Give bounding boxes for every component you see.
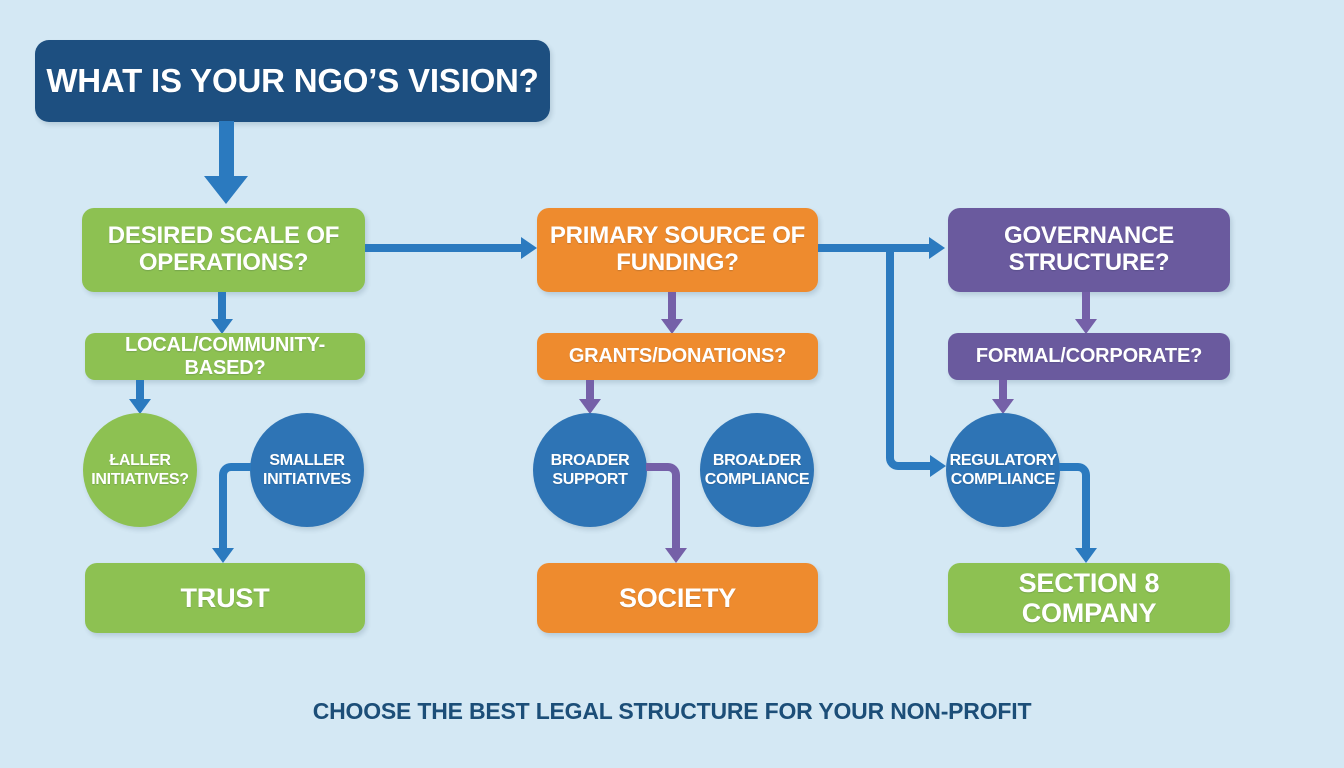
node-broader-support: BROADER SUPPORT [533,413,647,527]
node-label: PRIMARY SOURCE OF FUNDING? [549,222,806,276]
node-funding-question: PRIMARY SOURCE OF FUNDING? [537,208,818,292]
connector-vision-to-scale [219,121,234,177]
caption-text: CHOOSE THE BEST LEGAL STRUCTURE FOR YOUR… [312,698,1032,724]
arrowhead-broader-to-society [665,548,687,563]
node-label: GOVERNANCE STRUCTURE? [1003,222,1175,276]
node-result-trust: TRUST [85,563,365,633]
connector-regulatory-to-section8 [1059,463,1090,549]
node-label: LOCAL/COMMUNITY-BASED? [124,334,326,379]
arrowhead-funding-to-grants [661,319,683,334]
arrowhead-vision-to-scale [204,176,248,204]
arrowhead-funding-to-governance [929,237,945,259]
connector-broader-to-society [646,463,680,549]
node-label: SOCIETY [618,582,737,613]
node-governance-question: GOVERNANCE STRUCTURE? [948,208,1230,292]
node-regulatory-compliance: REGULATORY COMPLIANCE [946,413,1060,527]
connector-scale-to-funding [365,244,522,252]
node-label: WHAT IS YOUR NGO’S VISION? [46,61,539,99]
connector-scale-to-local [218,292,226,320]
connector-smaller-to-trust [219,463,251,549]
node-label: FORMAL/CORPORATE? [975,345,1203,368]
node-smaller-initiatives: SMALLER INITIATIVES [250,413,364,527]
arrowhead-regulatory-to-section8 [1075,548,1097,563]
node-result-society: SOCIETY [537,563,818,633]
node-label: BROAŁDER COMPLIANCE [704,451,810,488]
node-label: SMALLER INITIATIVES [263,451,351,488]
node-label: SECTION 8 COMPANY [1018,567,1160,628]
node-ngo-vision: WHAT IS YOUR NGO’S VISION? [35,40,550,122]
node-label: TRUST [180,582,270,613]
connector-funding-to-grants [668,292,676,320]
node-result-section8: SECTION 8 COMPANY [948,563,1230,633]
arrowhead-branch-to-regulatory [930,455,946,477]
node-formal-corporate: FORMAL/CORPORATE? [948,333,1230,380]
connector-grants-to-broader [586,380,594,400]
node-label: DESIRED SCALE OF OPERATIONS? [107,222,340,276]
node-label: REGULATORY COMPLIANCE [949,451,1057,488]
connector-funding-to-governance [818,244,930,252]
arrowhead-scale-to-funding [521,237,537,259]
node-label: BROADER SUPPORT [550,451,630,488]
node-label: GRANTS/DONATIONS? [568,345,787,368]
node-grants-donations: GRANTS/DONATIONS? [537,333,818,380]
arrowhead-governance-to-formal [1075,319,1097,334]
node-scale-question: DESIRED SCALE OF OPERATIONS? [82,208,365,292]
arrowhead-smaller-to-trust [212,548,234,563]
node-laller-initiatives: ŁALLER INITIATIVES? [83,413,197,527]
node-broalder-compliance: BROAŁDER COMPLIANCE [700,413,814,527]
connector-local-to-laller [136,380,144,400]
connector-formal-to-regulatory [999,380,1007,400]
arrowhead-local-to-laller [129,399,151,414]
node-label: ŁALLER INITIATIVES? [91,451,189,488]
node-local-community: LOCAL/COMMUNITY-BASED? [85,333,365,380]
connector-governance-to-formal [1082,292,1090,320]
arrowhead-scale-to-local [211,319,233,334]
arrowhead-formal-to-regulatory [992,399,1014,414]
arrowhead-grants-to-broader [579,399,601,414]
connector-branch-to-regulatory [886,252,930,470]
